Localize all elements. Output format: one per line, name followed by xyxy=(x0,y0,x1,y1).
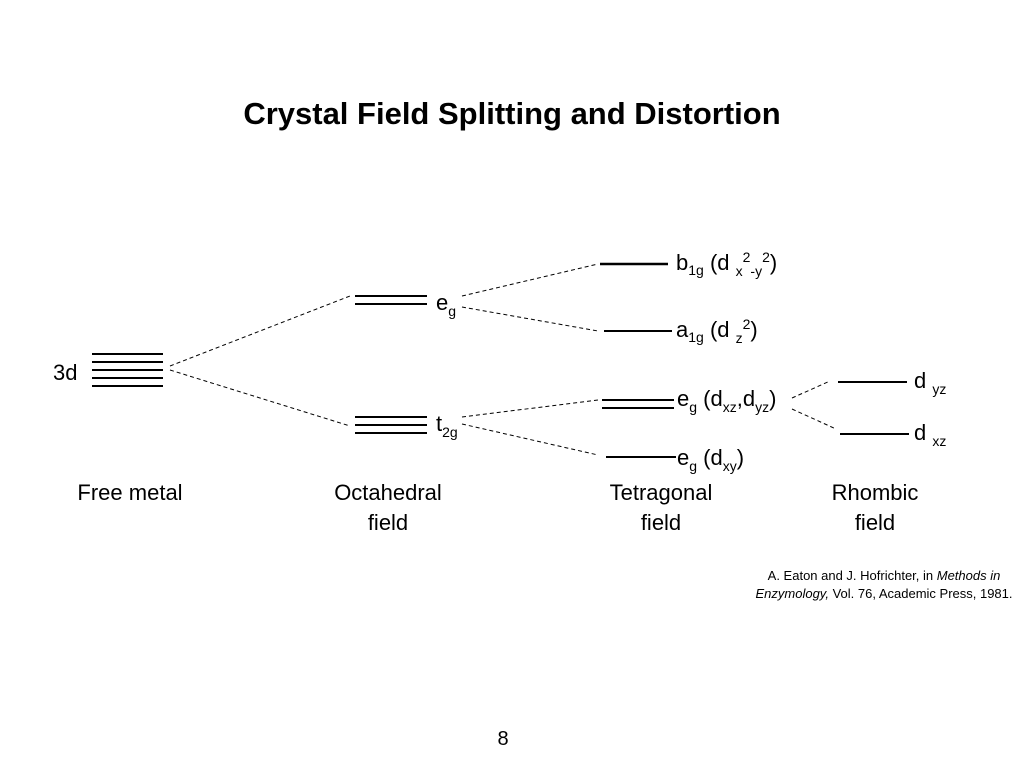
connector-t2g-exy xyxy=(461,423,599,456)
connector-eg-dyz xyxy=(791,380,831,399)
label-3d: 3d xyxy=(53,360,77,385)
stage-free-metal: Free metal xyxy=(77,480,183,505)
connector-3d-eg xyxy=(169,295,351,367)
label-oct-t2g: t2g xyxy=(436,411,458,440)
level-oct-t2g xyxy=(355,416,427,434)
level-tet-eg xyxy=(602,399,674,409)
level-3d xyxy=(92,353,163,387)
connector-eg-a1g xyxy=(461,306,599,332)
label-tet-eg: eg (dxz,dyz) xyxy=(677,386,776,415)
label-dyz: d yz xyxy=(914,368,946,397)
energy-levels xyxy=(92,262,909,458)
citation: A. Eaton and J. Hofrichter, in Methods i… xyxy=(755,568,1013,601)
page-number: 8 xyxy=(497,728,509,750)
stage-tetragonal: Tetragonal field xyxy=(609,480,713,535)
level-oct-eg xyxy=(355,295,427,305)
label-b1g: b1g (d x2-y2) xyxy=(676,249,777,279)
stage-octahedral: Octahedral field xyxy=(334,480,442,535)
connector-eg-dxz xyxy=(791,408,837,430)
level-labels: 3d eg t2g b1g (d x2-y2) a1g (d z2) eg (d… xyxy=(53,249,946,474)
label-oct-eg: eg xyxy=(436,290,456,319)
slide-title: Crystal Field Splitting and Distortion xyxy=(243,96,781,131)
label-dxz: d xz xyxy=(914,420,946,449)
label-tet-exy: eg (dxy) xyxy=(677,445,744,474)
connector-eg-b1g xyxy=(461,263,599,297)
label-a1g: a1g (d z2) xyxy=(676,316,758,346)
stage-rhombic: Rhombic field xyxy=(831,480,919,535)
connector-t2g-eg xyxy=(461,399,599,418)
connector-3d-t2g xyxy=(169,369,351,427)
connector-lines xyxy=(169,263,837,456)
